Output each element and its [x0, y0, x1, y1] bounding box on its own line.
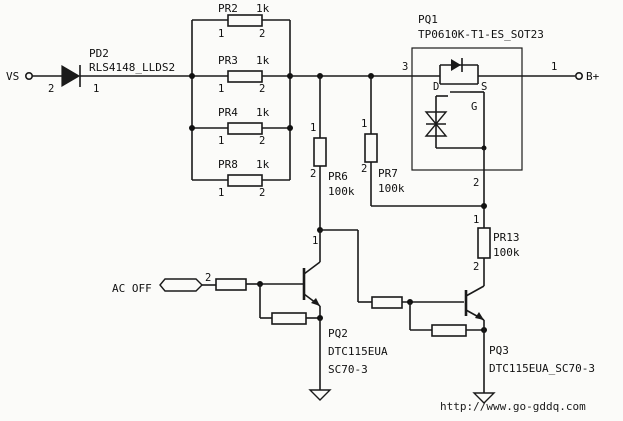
pr4-resistor — [227, 122, 263, 135]
junction-dot — [189, 73, 195, 79]
pq3-base-resistor — [371, 296, 403, 309]
pq1-pin-source: 1 — [551, 61, 557, 73]
pr6-value: 100k — [328, 185, 355, 198]
pr6-ref: PR6 — [328, 170, 348, 183]
pr2-pin2: 2 — [259, 28, 265, 40]
pq2-base-resistor — [215, 278, 247, 291]
pr2-ref: PR2 — [218, 2, 238, 15]
pr2-resistor — [227, 14, 263, 27]
pd2-diode-symbol — [61, 64, 81, 88]
pd2-pin-cathode: 1 — [93, 83, 99, 95]
pq2-pin-base: 2 — [205, 272, 211, 284]
bplus-terminal — [574, 72, 583, 81]
pq1-pin-gate: 2 — [473, 177, 479, 189]
pd2-value: RLS4148_LLDS2 — [89, 61, 175, 74]
vs-terminal — [24, 72, 33, 81]
pr8-value: 1k — [256, 158, 270, 171]
pr2-pin1: 1 — [218, 28, 224, 40]
ground-symbol — [308, 388, 332, 401]
pq3-transistor-symbol — [464, 282, 485, 330]
pq1-ref: PQ1 — [418, 13, 438, 26]
pr13-resistor — [477, 227, 491, 259]
pr3-value: 1k — [256, 54, 270, 67]
pr8-pin2: 2 — [259, 187, 265, 199]
pr3-pin2: 2 — [259, 83, 265, 95]
net-vs-label: VS — [6, 70, 19, 83]
pq3-ref: PQ3 — [489, 344, 509, 357]
pr13-pin2: 2 — [473, 261, 479, 273]
pd2-pin-anode: 2 — [48, 83, 54, 95]
pr8-pin1: 1 — [218, 187, 224, 199]
net-bplus-label: B+ — [586, 70, 600, 83]
pr8-ref: PR8 — [218, 158, 238, 171]
pr4-value: 1k — [256, 106, 270, 119]
pr7-value: 100k — [378, 182, 405, 195]
net-ac-off-label: AC OFF — [112, 282, 152, 295]
watermark-url: http://www.go-gddq.com — [440, 400, 586, 413]
pr13-value: 100k — [493, 246, 520, 259]
pr8-resistor — [227, 174, 263, 187]
pq2-package: SC70-3 — [328, 363, 368, 376]
pr6-pin2: 2 — [310, 168, 316, 180]
ac-off-port — [159, 278, 203, 292]
pq2-ref: PQ2 — [328, 327, 348, 340]
pd2-ref: PD2 — [89, 47, 109, 60]
pr4-ref: PR4 — [218, 106, 238, 119]
pr7-pin2: 2 — [361, 163, 367, 175]
pq3-internal-resistor — [431, 324, 467, 337]
pr3-resistor — [227, 70, 263, 83]
pq2-internal-resistor — [271, 312, 307, 325]
pr6-resistor — [313, 137, 327, 167]
junction-dot — [481, 203, 487, 209]
ground-symbol — [472, 392, 496, 404]
pq2-value: DTC115EUA — [328, 345, 388, 358]
pq1-label-d: D — [433, 81, 439, 93]
pr6-pin1: 1 — [310, 122, 316, 134]
pq1-package-box — [411, 47, 523, 171]
pr3-pin1: 1 — [218, 83, 224, 95]
pr3-ref: PR3 — [218, 54, 238, 67]
pr7-resistor — [364, 133, 378, 163]
pq1-label-g: G — [471, 101, 477, 113]
pr4-pin1: 1 — [218, 135, 224, 147]
pr4-pin2: 2 — [259, 135, 265, 147]
pr7-ref: PR7 — [378, 167, 398, 180]
pq1-mosfet-symbol — [412, 58, 522, 149]
junction-dot — [287, 125, 293, 131]
pq1-pin-drain: 3 — [402, 61, 408, 73]
pr13-pin1: 1 — [473, 214, 479, 226]
junction-dot — [189, 125, 195, 131]
pq2-pin-collector: 1 — [312, 235, 318, 247]
pr2-value: 1k — [256, 2, 270, 15]
pq1-value: TP0610K-T1-ES_SOT23 — [418, 28, 544, 41]
pq1-label-s: S — [481, 81, 487, 93]
pr7-pin1: 1 — [361, 118, 367, 130]
pq3-value: DTC115EUA_SC70-3 — [489, 362, 595, 375]
pr13-ref: PR13 — [493, 231, 520, 244]
